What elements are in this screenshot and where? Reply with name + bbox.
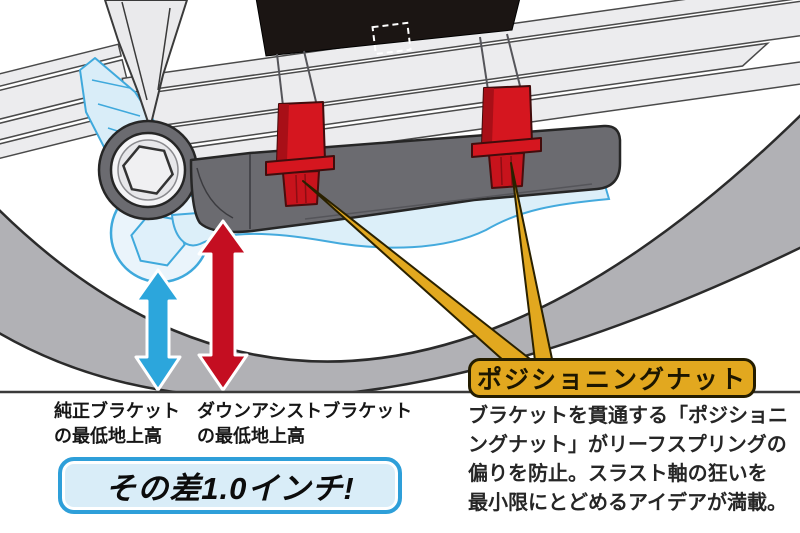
u-bolt-lines — [276, 33, 522, 107]
downassist-clearance-label: ダウンアシストブラケット の最低地上高 — [197, 401, 413, 446]
difference-callout: その差1.0インチ! — [58, 457, 402, 514]
hex-bolt-head — [121, 145, 175, 195]
axle-block — [255, 0, 521, 57]
downassist-clearance-arrow — [197, 219, 249, 392]
description-text: ブラケットを貫通する「ポジショニ ングナット」がリーフスプリングの 偏りを防止。… — [468, 405, 788, 514]
positioning-nut-left — [265, 101, 335, 207]
positioning-nut-badge: ポジショニングナット — [468, 358, 756, 398]
stock-clearance-arrow — [134, 268, 182, 392]
spring-eye-bolt — [109, 131, 187, 209]
dashed-marker — [371, 21, 412, 56]
stock-clearance-label: 純正ブラケット の最低地上高 — [54, 401, 180, 446]
